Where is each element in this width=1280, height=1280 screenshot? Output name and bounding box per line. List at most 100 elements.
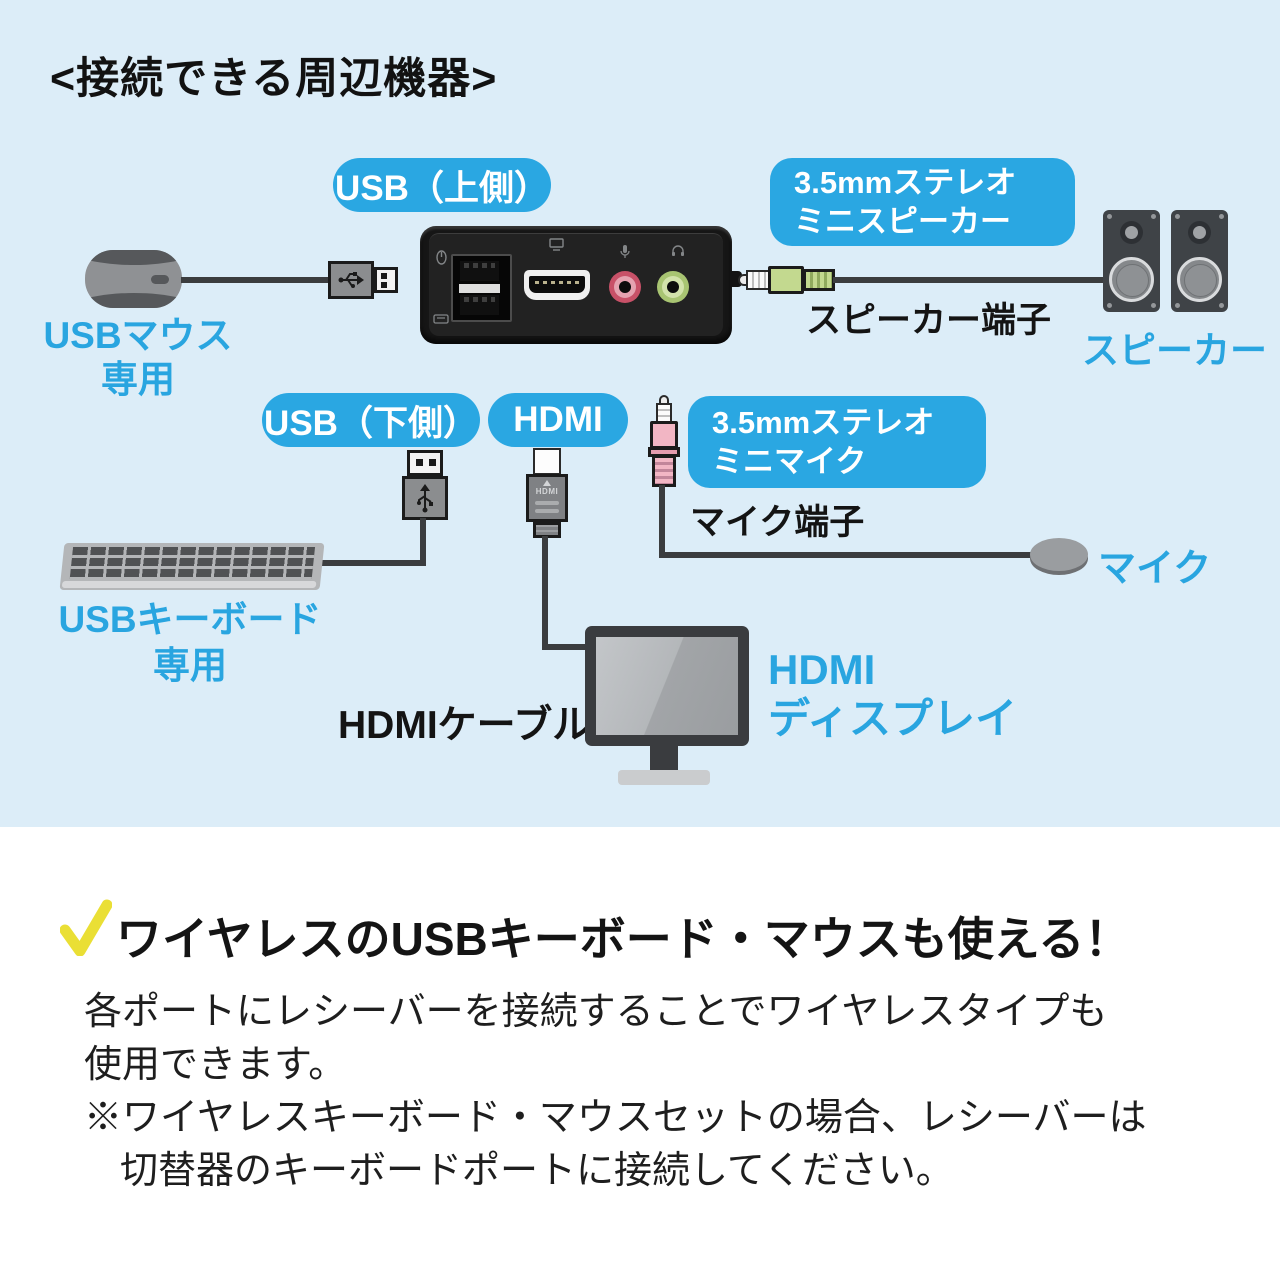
note-line: 使用できます。 xyxy=(84,1044,347,1086)
label-usb-mouse-line1: USBマウス xyxy=(43,315,233,356)
mouse-icon xyxy=(436,250,447,265)
note-line: 切替器のキーボードポートに接続してください。 xyxy=(120,1150,954,1192)
keyboard-icon xyxy=(433,314,449,324)
usb-contact-hole xyxy=(381,282,387,288)
mouse-wheel xyxy=(151,275,169,284)
badge-mic-line2: ミニマイク xyxy=(712,444,867,479)
label-mic: マイク xyxy=(1098,548,1212,590)
usb-port-upper xyxy=(460,261,499,281)
hdmi-plug-slot xyxy=(535,501,559,505)
speaker-screw xyxy=(1151,303,1156,308)
note-line: ※ワイヤレスキーボード・マウスセットの場合、レシーバーは xyxy=(84,1097,1147,1139)
speaker-screw xyxy=(1175,303,1180,308)
woofer-cone xyxy=(1184,264,1217,297)
keyboard-keys xyxy=(69,547,316,579)
green-plug-metal xyxy=(746,270,770,290)
badge-usb-upper: USB（上側） xyxy=(333,158,551,212)
mic-jack-port xyxy=(609,271,641,303)
mic-jack-hole xyxy=(619,281,631,293)
diagram-area: <接続できる周辺機器> USB（上側） 3.5mmステレオ ミニスピーカー US… xyxy=(0,0,1280,827)
label-usb-keyboard: USBキーボード 専用 xyxy=(35,597,345,689)
hdmi-cable-horizontal xyxy=(542,644,590,650)
green-plug-ribs xyxy=(803,269,835,291)
hdmi-port-pins xyxy=(535,281,579,284)
speaker-left xyxy=(1103,210,1160,312)
badge-speaker: 3.5mmステレオ ミニスピーカー xyxy=(770,158,1075,246)
note-line: 各ポートにレシーバーを接続することでワイヤレスタイプも xyxy=(84,991,1108,1033)
mouse-illustration xyxy=(85,250,182,308)
keyboard-cable-horizontal xyxy=(318,560,426,566)
pink-audio-plug xyxy=(650,421,678,449)
mouse-bottom-band xyxy=(85,293,182,308)
speaker-screw xyxy=(1219,303,1224,308)
usb-plug-vertical-metal xyxy=(407,450,443,476)
speaker-screw xyxy=(1151,214,1156,219)
label-mic-jack: マイク端子 xyxy=(690,503,865,542)
badge-usb-lower-label: USB（下側） xyxy=(264,403,478,443)
usb-port-pins xyxy=(464,263,495,268)
green-audio-plug xyxy=(768,266,804,294)
keyboard-illustration xyxy=(59,543,325,590)
usb-plug-vertical xyxy=(402,476,448,520)
hdmi-cable-vertical xyxy=(542,536,548,650)
label-hdmi-display-line2: ディスプレイ xyxy=(768,695,1018,742)
mic-illustration xyxy=(1030,538,1088,571)
note-heading: ワイヤレスのUSBキーボード・マウスも使える！ xyxy=(116,913,1131,965)
keyboard-cable-vertical xyxy=(420,518,426,566)
mouse-top-band xyxy=(85,250,182,265)
speaker-tweeter xyxy=(1120,221,1143,244)
monitor-illustration xyxy=(585,626,749,746)
tweeter-dome xyxy=(1193,226,1206,239)
label-usb-keyboard-line1: USBキーボード xyxy=(58,599,322,640)
usb-contact-hole xyxy=(381,273,387,279)
badge-mic: 3.5mmステレオ ミニマイク xyxy=(688,396,986,488)
hdmi-plug-slot xyxy=(535,509,559,513)
speaker-tweeter xyxy=(1188,221,1211,244)
hdmi-port-inner xyxy=(529,276,585,293)
monitor-icon xyxy=(549,238,564,251)
kvm-switch-device xyxy=(420,226,732,344)
usb-port-pins xyxy=(464,297,495,302)
badge-speaker-line2: ミニスピーカー xyxy=(794,204,1011,239)
note-paragraph: 各ポートにレシーバーを接続することでワイヤレスタイプも 使用できます。 ※ワイヤ… xyxy=(84,986,1146,1198)
monitor-screen xyxy=(596,637,738,735)
usb-plug-horizontal-metal xyxy=(374,267,398,293)
label-speakers: スピーカー xyxy=(1082,330,1267,371)
label-usb-mouse: USBマウス 専用 xyxy=(28,314,248,402)
label-hdmi-display-line1: HDMI xyxy=(768,646,876,693)
badge-speaker-line1: 3.5mmステレオ xyxy=(794,165,1017,200)
headphone-jack-hole xyxy=(667,281,679,293)
speaker-screw xyxy=(1175,214,1180,219)
hdmi-plug-label: HDMI xyxy=(535,487,559,496)
speaker-cable xyxy=(833,277,1105,283)
usb-dual-port xyxy=(451,254,512,322)
label-usb-keyboard-line2: 専用 xyxy=(153,645,227,686)
label-speaker-jack: スピーカー端子 xyxy=(806,301,1052,340)
hdmi-port xyxy=(524,270,590,300)
badge-usb-upper-label: USB（上側） xyxy=(335,168,549,208)
hdmi-plug-tip xyxy=(533,448,561,475)
hdmi-plug: HDMI xyxy=(526,474,568,522)
label-hdmi-display: HDMI ディスプレイ xyxy=(768,645,1017,743)
woofer-cone xyxy=(1116,264,1149,297)
monitor-stand-neck xyxy=(650,746,678,770)
speaker-woofer xyxy=(1109,257,1154,302)
usb-plug-horizontal xyxy=(328,261,374,299)
monitor-stand-base xyxy=(618,770,710,785)
keyboard-front-edge xyxy=(61,581,317,588)
speaker-right xyxy=(1171,210,1228,312)
usb-port-lower xyxy=(460,295,499,315)
mic-icon xyxy=(620,245,630,258)
headphone-jack-port xyxy=(657,271,689,303)
speaker-screw xyxy=(1107,303,1112,308)
speaker-screw xyxy=(1219,214,1224,219)
usb-contact-hole xyxy=(416,459,423,466)
usb-contact-hole xyxy=(429,459,436,466)
mic-cable-vertical xyxy=(659,485,665,558)
pink-plug-ribs xyxy=(652,455,676,487)
usb-port-divider xyxy=(459,284,500,293)
headphone-icon xyxy=(672,245,684,256)
label-usb-mouse-line2: 専用 xyxy=(101,359,175,400)
badge-hdmi: HDMI xyxy=(488,393,628,447)
